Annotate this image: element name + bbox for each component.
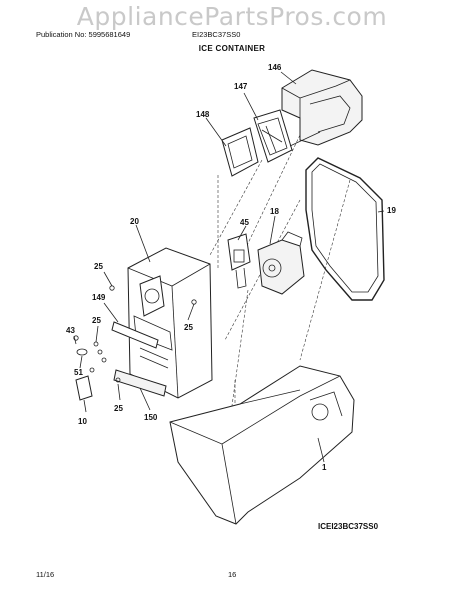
watermark: AppliancePartsPros.com: [76, 2, 388, 31]
part-label-25-middle: 25: [92, 316, 101, 325]
part-label-19: 19: [387, 206, 396, 215]
part-label-149: 149: [92, 293, 106, 302]
part-146-duct: [281, 69, 363, 146]
part-label-20: 20: [130, 217, 139, 226]
part-label-25-bottom: 25: [114, 404, 123, 413]
part-20-housing: [127, 247, 213, 399]
part-label-25-top: 25: [94, 262, 103, 271]
part-150-strip: [113, 369, 167, 397]
part-147-fan-cover: [253, 109, 321, 163]
part-45-solenoid: [227, 233, 251, 289]
part-label-18: 18: [270, 207, 279, 216]
part-label-51: 51: [74, 368, 83, 377]
part-label-146: 146: [268, 63, 282, 72]
part-label-43: 43: [66, 326, 75, 335]
model-number: EI23BC37SS0: [192, 30, 241, 39]
page-number: 16: [228, 570, 237, 579]
part-149-bar: [111, 321, 159, 349]
part-label-1: 1: [322, 463, 327, 472]
part-19-gasket: [305, 157, 385, 301]
part-148-frame: [221, 127, 259, 177]
part-label-147: 147: [234, 82, 248, 91]
publication-number: Publication No: 5995681649: [36, 30, 131, 39]
footer-date: 11/16: [36, 570, 55, 579]
part-18-motor: [257, 231, 305, 295]
part-label-150: 150: [144, 413, 158, 422]
part-label-45: 45: [240, 218, 249, 227]
page-title: ICE CONTAINER: [198, 44, 266, 53]
part-1-ice-bin: [169, 365, 355, 525]
diagram-code: ICEI23BC37SS0: [318, 522, 379, 531]
part-label-148: 148: [196, 110, 210, 119]
part-label-25-right: 25: [184, 323, 193, 332]
leader-lines: [73, 71, 385, 463]
assembly-guide-lines: [209, 134, 351, 440]
part-label-10: 10: [78, 417, 87, 426]
part-labels: 146 147 148 19 20 45 18 25 149 25 25 43 …: [66, 63, 396, 472]
